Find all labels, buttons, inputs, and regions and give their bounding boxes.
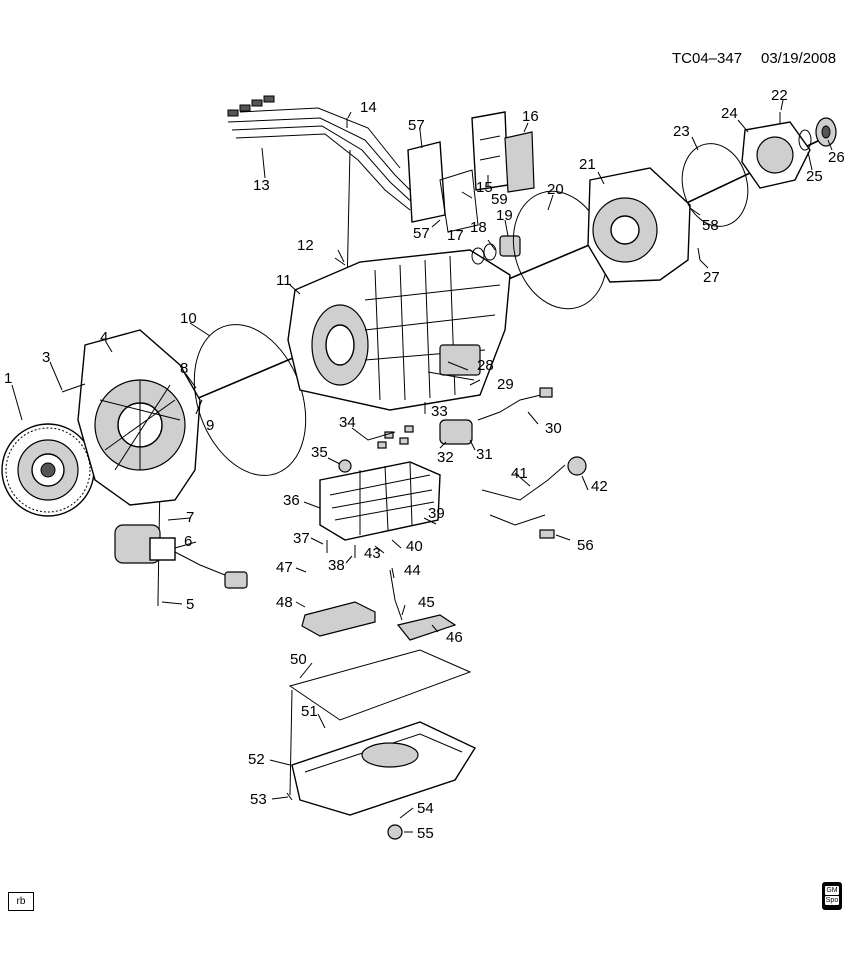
harness-connector <box>407 141 479 233</box>
callout-2: 22 <box>771 87 788 104</box>
callout-18: 18 <box>470 219 487 236</box>
diagram-header: TC04–347 03/19/2008 <box>672 50 836 67</box>
auxiliary-filter <box>396 614 457 641</box>
callout-40: 40 <box>406 538 423 555</box>
callout-56: 56 <box>577 537 594 554</box>
callout-51: 51 <box>301 703 318 720</box>
callout-57-top: 57 <box>408 117 425 134</box>
callout-14: 14 <box>360 99 377 116</box>
callout-7: 7 <box>186 509 194 526</box>
leader-lines <box>11 99 833 833</box>
drain-plug <box>387 824 403 840</box>
callout-59: 59 <box>491 191 508 208</box>
extension-seal <box>681 143 749 227</box>
callout-33: 33 <box>431 403 448 420</box>
callout-13: 13 <box>253 177 270 194</box>
callout-48: 48 <box>276 594 293 611</box>
callout-9: 9 <box>206 417 214 434</box>
callout-52: 52 <box>248 751 265 768</box>
callout-labels: 1 22 3 4 5 6 7 8 9 10 11 12 13 14 15 16 … <box>4 87 845 842</box>
callout-5: 5 <box>186 596 194 613</box>
speed-sensor-assembly <box>114 524 248 589</box>
callout-39: 39 <box>428 505 445 522</box>
callout-58: 58 <box>702 217 719 234</box>
callout-28: 28 <box>477 357 494 374</box>
range-sensor-lead <box>477 387 553 421</box>
callout-54: 54 <box>417 800 434 817</box>
callout-23: 23 <box>673 123 690 140</box>
diagram-date: 03/19/2008 <box>761 50 836 67</box>
callout-41: 41 <box>511 465 528 482</box>
callout-26: 26 <box>828 149 845 166</box>
callout-37: 37 <box>293 530 310 547</box>
fluid-filter <box>301 601 376 637</box>
callout-15: 15 <box>476 179 493 196</box>
fill-tube <box>389 569 403 621</box>
callout-11: 11 <box>276 272 292 289</box>
callout-20: 20 <box>547 181 564 198</box>
callout-1: 1 <box>4 370 12 387</box>
retaining-clips <box>377 425 414 449</box>
callout-16: 16 <box>522 108 539 125</box>
callout-21: 21 <box>579 156 596 173</box>
diagram-code: TC04–347 <box>672 50 742 67</box>
fastener-bolts <box>61 112 781 801</box>
output-seal <box>798 117 837 151</box>
callout-12: 12 <box>297 237 314 254</box>
spo-badge-icon: GM Spo <box>822 882 842 910</box>
oil-pan <box>291 721 477 816</box>
tail-housing <box>741 121 811 189</box>
pan-gasket <box>288 649 472 721</box>
callout-27: 27 <box>703 269 720 286</box>
callout-25: 25 <box>806 168 823 185</box>
callout-38: 38 <box>328 557 345 574</box>
callout-45: 45 <box>418 594 435 611</box>
callout-57-bottom: 57 <box>413 225 430 242</box>
converter-housing <box>77 329 201 506</box>
callout-46: 46 <box>446 629 463 646</box>
valve-body <box>319 459 441 541</box>
wiring-harness <box>227 95 421 211</box>
callout-6: 6 <box>184 533 192 550</box>
callout-42: 42 <box>591 478 608 495</box>
callout-50: 50 <box>290 651 307 668</box>
callout-53: 53 <box>250 791 267 808</box>
callout-17: 17 <box>447 227 464 244</box>
internal-harness <box>481 456 587 539</box>
callout-32: 32 <box>437 449 454 466</box>
callout-34: 34 <box>339 414 356 431</box>
spo-badge-top: GM <box>825 886 839 895</box>
callout-55: 55 <box>417 825 434 842</box>
callout-8: 8 <box>180 360 188 377</box>
callout-29: 29 <box>497 376 514 393</box>
callout-36: 36 <box>283 492 300 509</box>
callout-47: 47 <box>276 559 293 576</box>
control-module <box>471 111 535 193</box>
callout-31: 31 <box>476 446 493 463</box>
callout-4: 4 <box>100 329 108 346</box>
callout-19: 19 <box>496 207 513 224</box>
extension-housing <box>587 167 691 283</box>
torque-converter <box>1 423 95 517</box>
callout-35: 35 <box>311 444 328 461</box>
range-sensor <box>439 419 473 445</box>
spo-badge-bottom: Spo <box>825 896 839 905</box>
rb-badge: rb <box>8 892 34 911</box>
callout-3: 3 <box>42 349 50 366</box>
callout-43: 43 <box>364 545 381 562</box>
callout-10: 10 <box>180 310 197 327</box>
callout-44: 44 <box>404 562 421 579</box>
callout-24: 24 <box>721 105 738 122</box>
input-shaft-gear <box>471 235 521 265</box>
transmission-case <box>287 249 511 411</box>
callout-30: 30 <box>545 420 562 437</box>
